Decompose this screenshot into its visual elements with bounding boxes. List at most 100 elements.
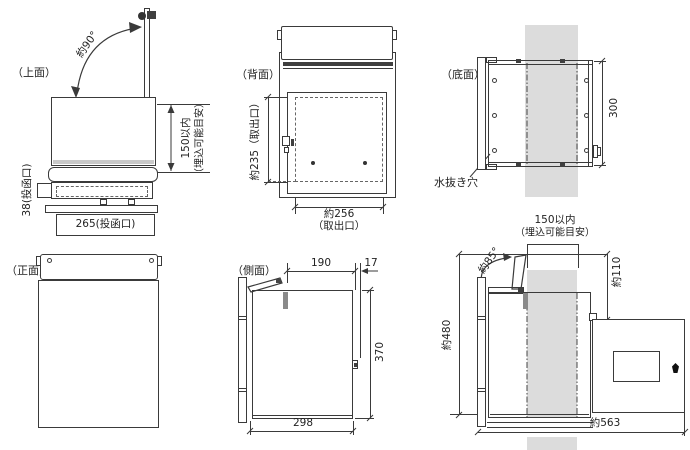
bottom-view-nub-3 (516, 163, 521, 167)
drain-hole-6 (584, 148, 589, 153)
dim-480-label: 約480 (441, 319, 454, 351)
embed-top-reference-line (458, 254, 607, 255)
embed-top-bar (488, 287, 524, 294)
dim-235-ext-top (264, 97, 287, 98)
back-view-lid (281, 26, 393, 60)
dim-150-label: 150以内 (180, 117, 193, 159)
dim-150-ext-top (157, 104, 210, 105)
dim-235-line (268, 97, 269, 182)
dim-190-ext-left (287, 263, 288, 283)
front-view-screw-right (149, 258, 154, 263)
bottom-view-inner-line-bottom (489, 162, 592, 163)
dim-190-line (287, 271, 355, 272)
bottom-view-nub-4 (560, 163, 565, 167)
top-view-foot-right (128, 199, 135, 205)
embed-150-bracket-top (527, 244, 578, 245)
embed-base-line-2 (487, 427, 593, 428)
embed-view-flap (511, 254, 527, 290)
top-view-inner-strip (53, 160, 154, 164)
dim-150-arrow-top (167, 105, 175, 113)
dim-235-label: 約235（取出口） (249, 97, 262, 181)
dim-17-label: 17 (364, 257, 378, 270)
side-view-label: （側面） (232, 264, 276, 277)
dim-110-line (607, 254, 608, 320)
dim-370-ext-top (362, 290, 374, 291)
embed-angle-label: 約85° (476, 245, 503, 276)
bottom-view-inner-line-top (489, 64, 592, 65)
top-view-left-tab (37, 183, 52, 198)
dim-300-label: 300 (608, 97, 621, 119)
front-view-screw-left (47, 258, 52, 263)
front-view-label: （正面） (6, 264, 50, 277)
bottom-view-label: （底面） (441, 68, 485, 81)
side-view-plate-notch-3 (238, 388, 247, 389)
bottom-view-knob-inner (597, 147, 601, 156)
top-view-angle-label: 約90° (74, 29, 101, 60)
dim-298-label: 298 (292, 417, 314, 430)
drain-hole-4 (584, 78, 589, 83)
dim-110-label: 約110 (611, 256, 624, 288)
bottom-view-front-plate (477, 57, 486, 170)
dim-265-box: 265(投函口) (56, 214, 155, 236)
side-view-front-plate (238, 277, 247, 423)
side-view-plate-notch-4 (238, 391, 247, 392)
embed-slot-door (523, 293, 528, 309)
embed-dim-150-label: 150以内 (534, 214, 576, 227)
side-view-flap-knob (276, 279, 281, 283)
drain-hole-1 (492, 78, 497, 83)
side-view-plate-notch-2 (238, 319, 247, 320)
embed-dim-150-note: （埋込可能目安） (515, 227, 595, 239)
embed-base-line-1 (487, 422, 593, 423)
side-view-slot-door (283, 292, 288, 309)
top-view-foot-left (100, 199, 107, 205)
dim-265-label: 265(投函口) (75, 218, 136, 231)
embed-body (488, 292, 591, 418)
embed-front-plate (477, 277, 486, 427)
back-view-latch-lower (284, 147, 289, 153)
dim-38-label: 38(投函口) (21, 163, 34, 217)
dim-563-label: 約563 (589, 417, 621, 430)
dim-190-label: 190 (310, 257, 332, 270)
top-view-body (51, 97, 156, 166)
side-view-body (252, 290, 353, 419)
embed-rear-door-open (592, 319, 685, 413)
embed-door-window (613, 351, 660, 382)
side-view-plate-notch-1 (238, 316, 247, 317)
embed-hinge-knob (518, 288, 523, 293)
top-view-flag-pole (144, 8, 150, 98)
back-view-label: （背面） (236, 68, 280, 81)
dim-298-line (250, 431, 353, 432)
embed-body-inner-bottom (490, 414, 589, 415)
back-view-hole-right (363, 161, 367, 165)
dim-480-line (459, 254, 460, 415)
drain-hole-label: 水抜き穴 (434, 176, 478, 189)
dim-563-line (478, 432, 685, 433)
arc-90-arrowhead-top (129, 22, 142, 33)
embed-150-bracket-right (578, 244, 579, 268)
embed-plate-notch-3 (477, 388, 486, 389)
embed-plate-notch-1 (477, 316, 486, 317)
bottom-view-nub-1 (516, 59, 521, 63)
back-view-latch (282, 136, 290, 146)
dim-298-ext-right (353, 421, 354, 435)
wall-band-embed-view-lower (527, 437, 577, 450)
back-view-slot-band (283, 62, 393, 66)
side-view-latch-pin (354, 363, 357, 367)
dim-190-ext-right (355, 263, 356, 290)
embed-door-lock (672, 363, 679, 373)
dim-256-ext-left (295, 198, 296, 214)
dim-300-line (602, 61, 603, 165)
top-view-slot-housing (51, 182, 153, 199)
dim-298-ext-left (250, 421, 251, 435)
top-view-flag-knob (147, 11, 156, 19)
dim-150-ext-bottom (157, 172, 210, 173)
dim-150-note: （埋込可能目安） (194, 98, 206, 178)
dim-300-ext-top (594, 61, 606, 62)
back-view-latch-pin (291, 139, 294, 146)
dim-150-arrow-bottom (167, 163, 175, 171)
dim-256-ext-right (383, 198, 384, 214)
back-view-hole-left (311, 161, 315, 165)
bottom-view-nub-2 (560, 59, 565, 63)
dim-370-line (370, 290, 371, 418)
